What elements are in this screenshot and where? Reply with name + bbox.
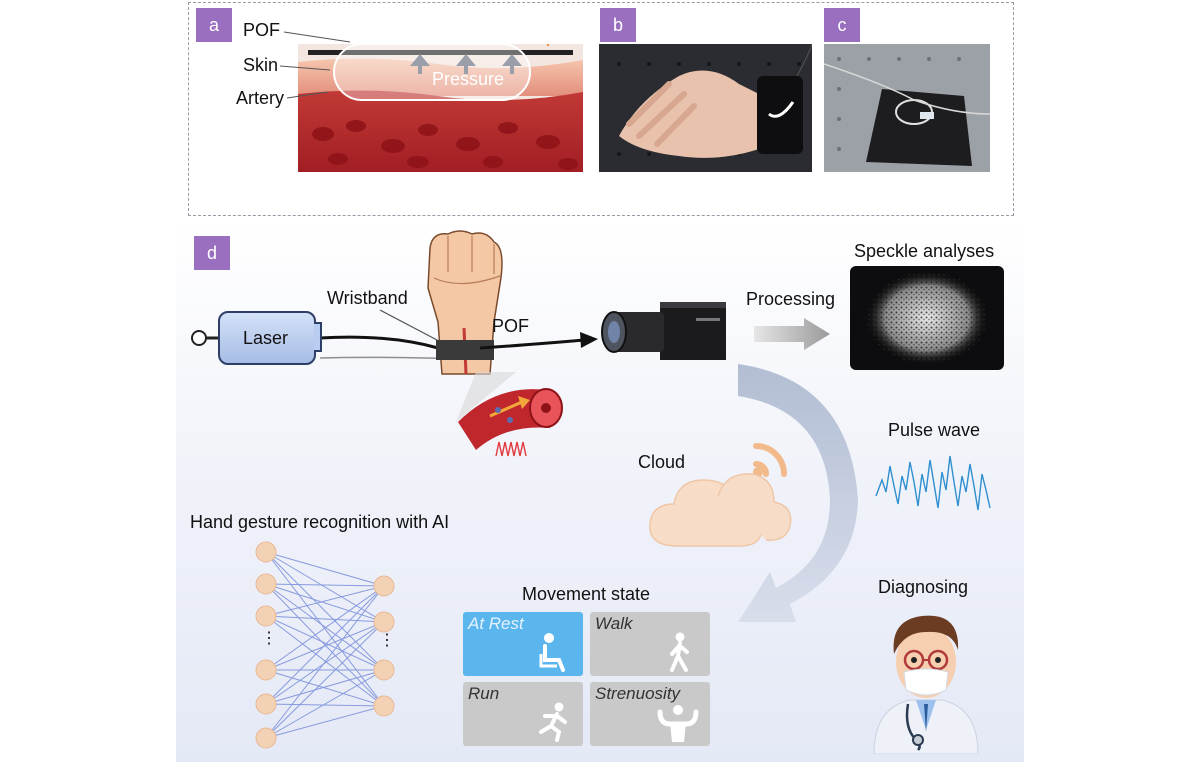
processing-arrow: [754, 318, 830, 350]
muscle-person-icon: [657, 705, 699, 742]
artery-label: Artery: [236, 88, 285, 108]
panel-label-b: b: [600, 8, 636, 42]
running-person-icon: [539, 702, 567, 742]
laser-box: [218, 311, 316, 365]
movement-tile-at-rest: At Rest: [463, 612, 583, 676]
pressure-label: Pressure: [432, 69, 505, 89]
input-layer-ellipsis: ⋮: [261, 630, 277, 647]
panel-label-c: c: [824, 8, 860, 42]
wristband-label: Wristband: [327, 288, 408, 308]
movement-tile-strenuosity: Strenuosity: [590, 682, 710, 746]
sitting-person-icon: [539, 633, 565, 672]
workflow-curved-arrow: [738, 364, 858, 622]
fist-illustration: [420, 228, 510, 378]
hand-gesture-label: Hand gesture recognition with AI: [190, 512, 450, 532]
cloud-icon: [648, 428, 798, 552]
diagnosing-label: Diagnosing: [878, 577, 969, 597]
panel-label-a: a: [196, 8, 232, 42]
blood-vessel-illustration: [446, 362, 576, 462]
camera-icon: [600, 300, 730, 366]
movement-tile-run: Run: [463, 682, 583, 746]
panel-label-d: d: [194, 236, 230, 270]
laser-label: Laser: [243, 328, 289, 348]
movement-tile-walk: Walk: [590, 612, 710, 676]
pulse-wave-trace: [875, 455, 991, 511]
pof-arrow: [480, 332, 598, 350]
movement-tile-label: Strenuosity: [595, 684, 681, 703]
neural-network-diagram: [250, 538, 410, 752]
movement-tile-label: At Rest: [468, 614, 524, 633]
doctor-icon: [864, 600, 988, 755]
movement-tile-label: Walk: [595, 614, 633, 633]
pof-label-d: POF: [492, 316, 530, 336]
top-panel-frame: [188, 2, 1014, 216]
wristband-photo: [599, 44, 812, 172]
speckle-tablet: [850, 266, 1004, 370]
skin-artery-illustration: [298, 33, 583, 172]
output-layer-ellipsis: ⋮: [379, 632, 395, 649]
movement-tile-label: Run: [468, 684, 500, 703]
laser-connector: [314, 322, 322, 352]
walking-person-icon: [670, 632, 689, 672]
speckle-label: Speckle analyses: [854, 241, 995, 261]
skin-label: Skin: [243, 55, 279, 75]
cloud-label: Cloud: [638, 452, 686, 472]
fiber-sensor-photo: [824, 44, 990, 172]
pulse-wave-label: Pulse wave: [888, 420, 981, 440]
processing-label: Processing: [746, 289, 836, 309]
pof-label-a: POF: [243, 20, 281, 40]
movement-state-label: Movement state: [522, 584, 651, 604]
panel-a-leader-lines: [280, 31, 351, 99]
